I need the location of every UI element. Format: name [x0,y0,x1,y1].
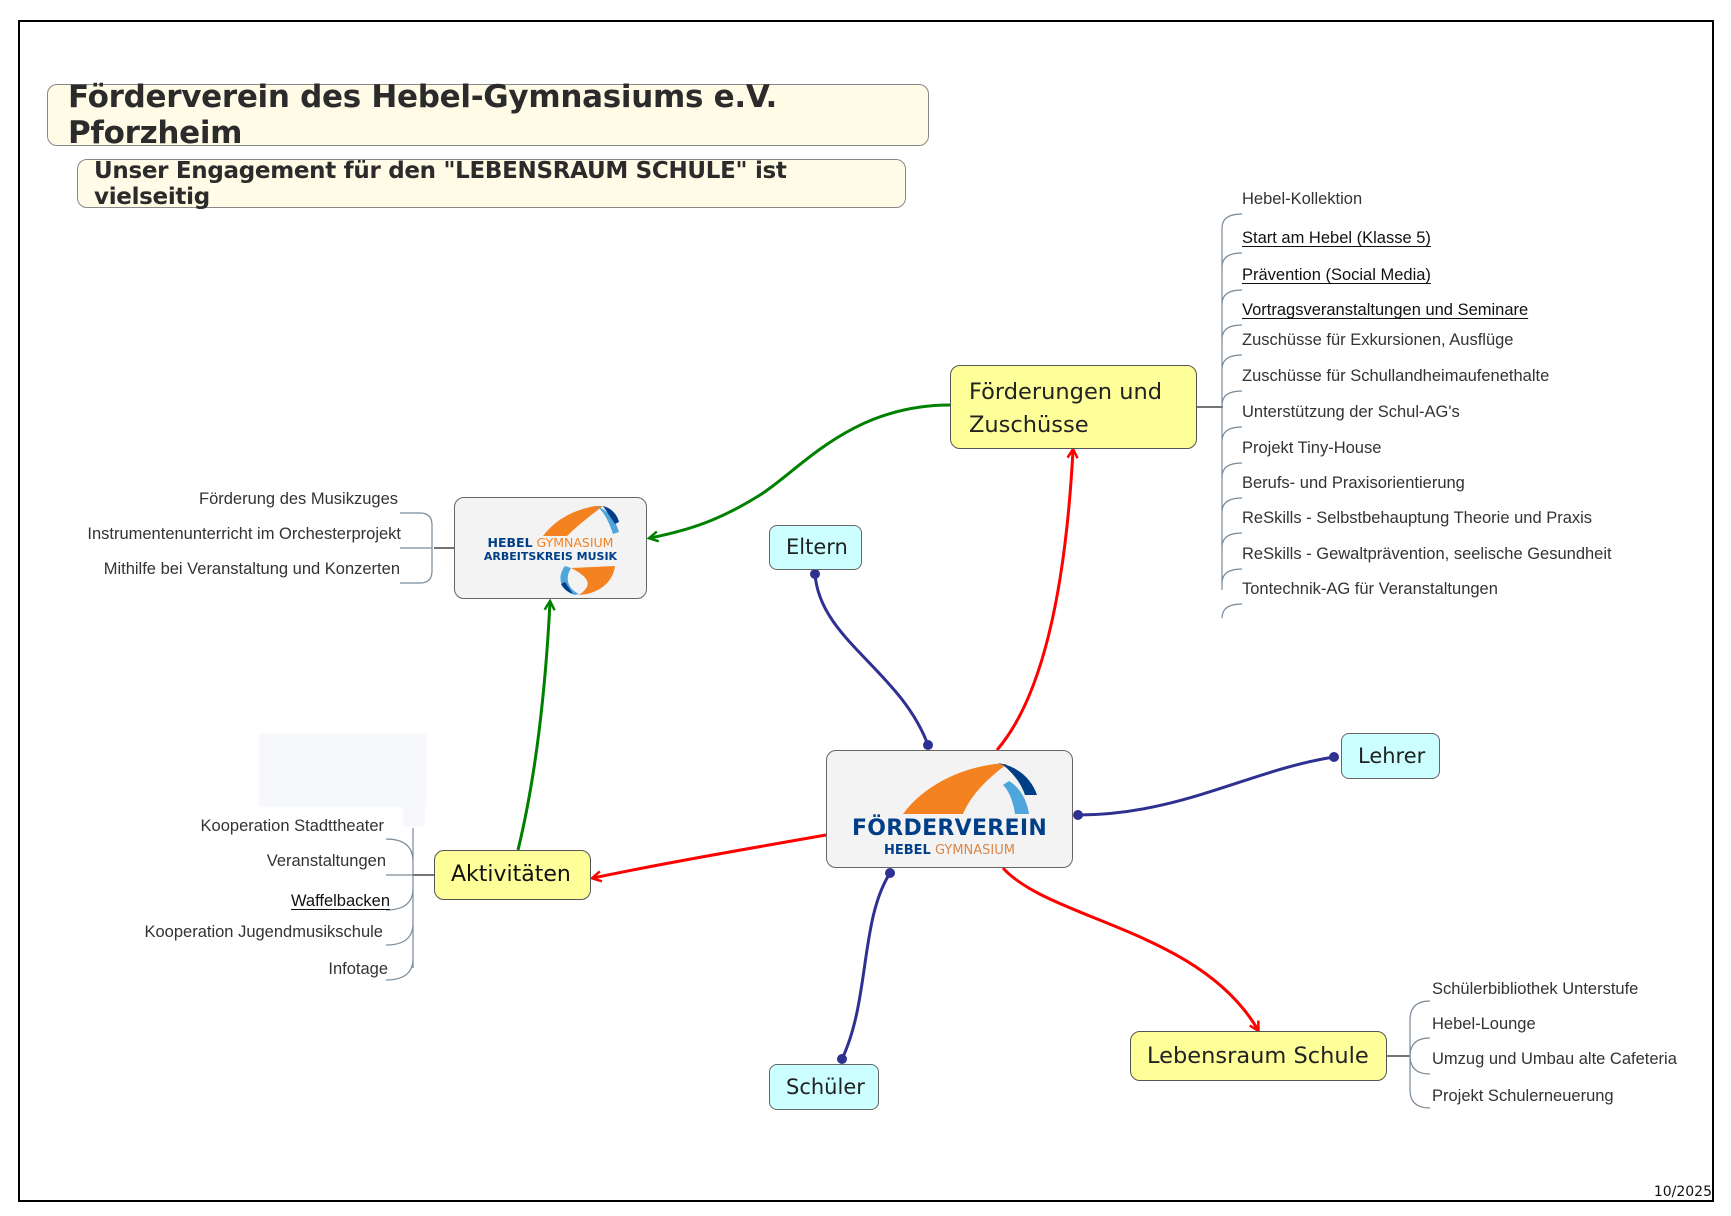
foerderungen-child-item[interactable]: ReSkills - Gewaltprävention, seelische G… [1242,545,1612,563]
bracket-hook [1221,426,1243,442]
bracket-hook [1221,568,1243,584]
foerderungen-child-item[interactable]: Berufs- und Praxisorientierung [1242,474,1465,492]
bracket-hook [1221,603,1243,619]
link-eltern-center [813,573,930,746]
node-lebensraum-label: Lebensraum Schule [1147,1043,1369,1069]
foerderungen-child-item[interactable]: Zuschüsse für Schullandheimaufenethalte [1242,367,1550,385]
music-logo-hebel: HEBEL [487,535,533,550]
link-center-lebensraum [1001,866,1258,1030]
bracket-hook [1221,354,1243,370]
lebensraum-child-item[interactable]: Projekt Schulerneuerung [1432,1087,1614,1105]
aktivitaeten-bracket [385,828,434,981]
blank-placeholder [403,807,425,827]
node-eltern[interactable]: Eltern [769,525,862,570]
node-arbeitskreis-musik[interactable]: HEBEL GYMNASIUM ARBEITSKREIS MUSIK [454,497,647,599]
subtitle-box: Unser Engagement für den "LEBENSRAUM SCH… [77,157,906,210]
link-dot [923,740,933,750]
foerderungen-bracket [1197,228,1223,590]
bracket-hook [1221,390,1243,406]
music-bracket [400,512,454,584]
bracket-hook [1221,252,1243,268]
link-aktivitaeten-musik [516,602,550,851]
node-schueler-label: Schüler [786,1075,865,1099]
foerderungen-child-item[interactable]: Start am Hebel (Klasse 5) [1242,229,1431,247]
aktivitaeten-child-item[interactable]: Waffelbacken [290,892,390,910]
node-schueler[interactable]: Schüler [769,1064,879,1110]
bracket-hook [1221,497,1243,513]
node-aktivitaeten[interactable]: Aktivitäten [434,850,591,900]
lebensraum-bracket [1387,1000,1431,1109]
foerderungen-child-item[interactable]: Hebel-Kollektion [1242,190,1363,208]
music-logo-arbeitskreis: ARBEITSKREIS MUSIK [483,550,618,563]
page-title: Förderverein des Hebel-Gymnasiums e.V. P… [68,79,777,151]
center-logo-word: FÖRDERVEREIN [851,816,1048,841]
bracket-hook [1221,324,1243,340]
foerderverein-logo-icon [903,763,1037,814]
music-logo-gymnasium: GYMNASIUM [536,535,614,550]
link-dot [1329,752,1339,762]
foerderungen-child-item[interactable]: Unterstützung der Schul-AG's [1242,403,1460,421]
node-foerderungen-line1: Förderungen und [969,379,1162,405]
foerderungen-child-item[interactable]: Zuschüsse für Exkursionen, Ausflüge [1242,331,1514,349]
foerderungen-child-item[interactable]: Vortragsveranstaltungen und Seminare [1242,301,1529,319]
bracket-hook [1221,462,1243,478]
node-eltern-label: Eltern [786,535,848,559]
node-aktivitaeten-label: Aktivitäten [451,862,571,887]
link-center-aktivitaeten [593,833,827,878]
foerderungen-child-item[interactable]: ReSkills - Selbstbehauptung Theorie und … [1242,509,1593,527]
center-logo-hebel: HEBEL [883,843,931,858]
node-foerderungen[interactable]: Förderungen und Zuschüsse [950,365,1197,449]
bracket-hook [1221,213,1243,229]
link-dot [1073,810,1083,820]
footer-date: 10/2025 [1653,1184,1712,1200]
node-lebensraum-schule[interactable]: Lebensraum Schule [1130,1031,1387,1081]
foerderungen-child-item[interactable]: Prävention (Social Media) [1242,266,1431,284]
node-lehrer-label: Lehrer [1358,744,1426,768]
link-lehrer-center [1077,755,1335,817]
bracket-hook [1221,289,1243,305]
music-child-item[interactable]: Instrumentenunterricht im Orchesterproje… [87,525,401,543]
link-center-foerderungen [995,450,1073,751]
node-center-foerderverein[interactable]: FÖRDERVEREIN HEBEL GYMNASIUM [826,750,1073,868]
link-foerderungen-musik [650,403,951,538]
link-dot [810,569,820,579]
foerderungen-child-item[interactable]: Tontechnik-AG für Veranstaltungen [1242,580,1498,598]
blank-placeholder [259,733,427,807]
foerderungen-child-item[interactable]: Projekt Tiny-House [1242,439,1382,457]
aktivitaeten-child-item[interactable]: Kooperation Jugendmusikschule [144,923,384,941]
lebensraum-child-item[interactable]: Umzug und Umbau alte Cafeteria [1432,1050,1677,1068]
link-dot [885,868,895,878]
lebensraum-child-item[interactable]: Schülerbibliothek Unterstufe [1432,980,1639,998]
link-schueler-center [840,872,892,1060]
aktivitaeten-child-item[interactable]: Veranstaltungen [266,852,386,870]
center-logo-gymnasium: GYMNASIUM [934,843,1015,858]
lebensraum-child-item[interactable]: Hebel-Lounge [1432,1015,1536,1033]
bracket-hook [1221,532,1243,548]
page-subtitle: Unser Engagement für den "LEBENSRAUM SCH… [94,157,787,210]
aktivitaeten-child-item[interactable]: Kooperation Stadttheater [200,817,384,835]
music-logo-icon [543,506,619,595]
aktivitaeten-child-item[interactable]: Infotage [328,960,388,978]
title-box: Förderverein des Hebel-Gymnasiums e.V. P… [47,79,929,151]
node-lehrer[interactable]: Lehrer [1341,733,1440,779]
node-foerderungen-line2: Zuschüsse [969,412,1089,438]
page-frame [18,20,1714,1202]
music-child-item[interactable]: Förderung des Musikzuges [198,490,398,508]
link-dot [837,1054,847,1064]
music-child-item[interactable]: Mithilfe bei Veranstaltung und Konzerten [103,560,400,578]
